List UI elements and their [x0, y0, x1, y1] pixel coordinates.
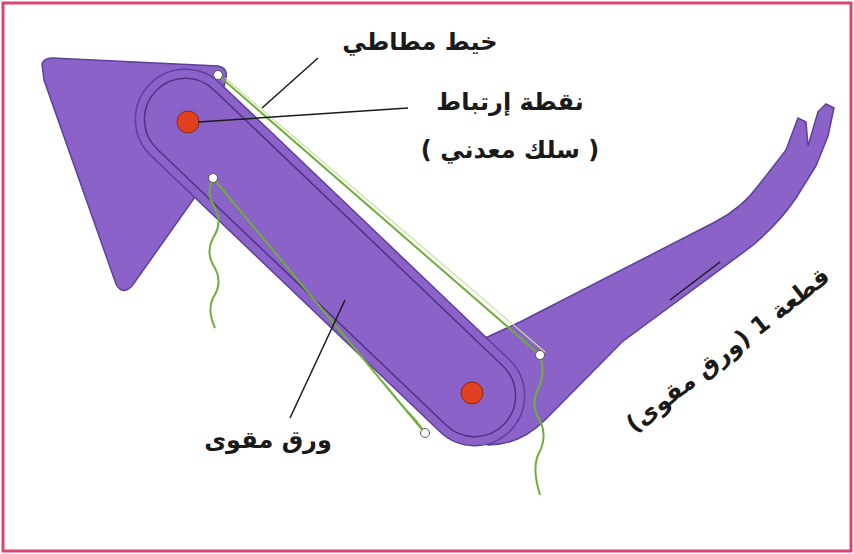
hole [421, 429, 430, 438]
frame [3, 3, 851, 551]
part-label: ( سلك معدني ) [419, 136, 601, 165]
elastic-thread [213, 178, 425, 433]
elastic-thread [225, 78, 545, 352]
part-label: نقطة إرتباط [434, 88, 585, 117]
leader-line [670, 262, 720, 300]
elastic-end [209, 178, 218, 328]
upper-arm-inner [127, 61, 532, 453]
leader-line [262, 58, 318, 108]
holes [209, 71, 545, 438]
leader-line [198, 108, 408, 122]
hole [536, 351, 545, 360]
part-label: خيط مطاطي [340, 28, 499, 57]
elastic-end [534, 355, 543, 495]
pivot-point [177, 111, 199, 133]
hole [209, 174, 218, 183]
leader-line [290, 300, 345, 418]
part-label: ورق مقوى [202, 426, 334, 455]
pivot-point [461, 382, 483, 404]
hole [214, 71, 223, 80]
leader-lines [198, 58, 720, 418]
